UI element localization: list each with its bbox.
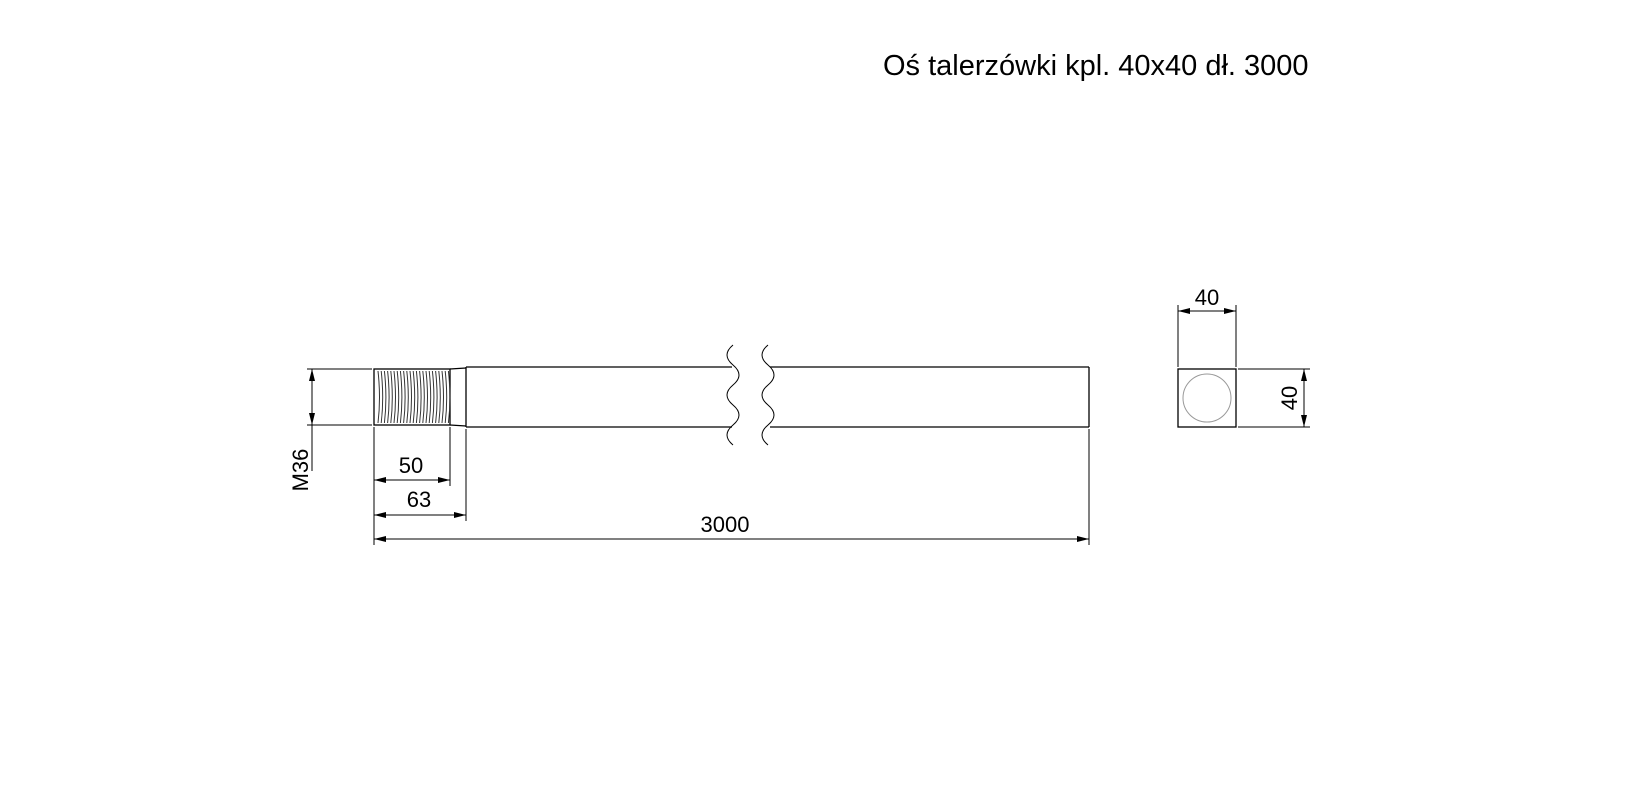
shaft-side-view: [373, 344, 1090, 446]
thread-circle: [1182, 373, 1232, 423]
bar-right-segment: [770, 366, 1090, 428]
shoulder-length-label: 63: [407, 487, 431, 512]
dimension-shoulder-length: 63: [374, 487, 466, 518]
dimension-thread-length: 50: [374, 453, 450, 483]
thread-length-label: 50: [399, 453, 423, 478]
dimension-section-height: 40: [1238, 368, 1310, 428]
dimension-thread-diameter: M36: [288, 368, 372, 492]
dimension-total-length: 3000: [374, 512, 1089, 542]
break-line-right: [761, 344, 775, 446]
section-width-label: 40: [1195, 285, 1219, 310]
section-height-label: 40: [1277, 386, 1302, 410]
drawing-title: Oś talerzówki kpl. 40x40 dł. 3000: [883, 50, 1309, 82]
thread-diameter-label: M36: [288, 449, 313, 492]
total-length-label: 3000: [701, 512, 750, 537]
cross-section-view: [1177, 368, 1237, 428]
thread-pattern: [377, 370, 451, 424]
section-square: [1177, 368, 1237, 428]
dimension-section-width: 40: [1177, 285, 1237, 367]
bar-left-segment: [465, 366, 732, 428]
break-line-left: [726, 344, 740, 446]
